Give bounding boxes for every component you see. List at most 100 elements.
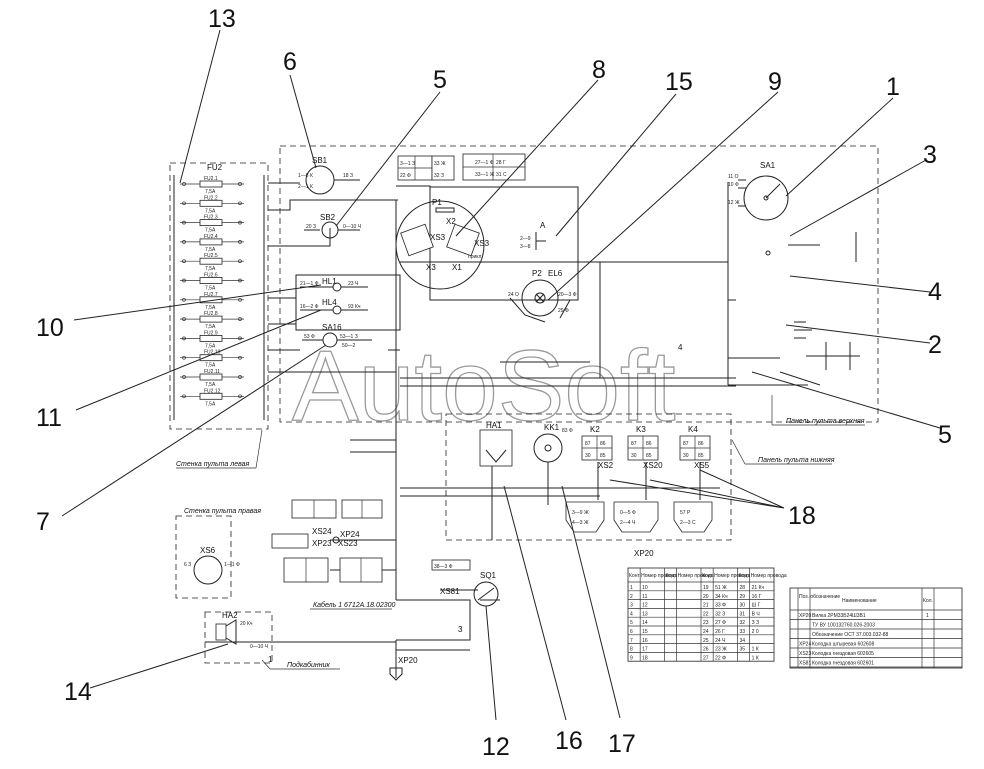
svg-text:87: 87 [683,441,689,447]
svg-text:20—3 Ф: 20—3 Ф [558,292,577,298]
fuse-rating: 7,5A [205,305,216,311]
xp20-cell: 51 Ж [715,585,727,591]
fuse-item: FU2.97,5A [180,330,244,349]
cable-label: Кабель 1 6712А.18.02300 [313,601,396,609]
xp20-header-cell: Номер провода [751,573,787,579]
xp20-cell: 10 [642,585,648,591]
ha2-label: HA2 [222,611,238,620]
callout-4: 4 [928,278,942,306]
xp20-cell: 2 0 [752,629,759,635]
svg-text:86: 86 [600,441,606,447]
x1-label: X1 [452,263,462,272]
callout-7: 7 [36,508,50,536]
svg-text:21—1 Ф: 21—1 Ф [300,281,319,287]
xp20-cell: 6 [630,629,633,635]
spec-cell: Колодка гнездовая 602601 [812,661,874,667]
callout-3: 3 [923,141,937,169]
fuse-rating: 7,5A [205,401,216,407]
fuse-label: FU2.2 [204,195,218,201]
ha1-block [479,429,513,467]
xp20-cell: Ш Г [752,603,761,609]
svg-text:K4: K4 [688,425,698,434]
xs81-block [431,559,471,571]
xp20-cell: 9 [630,655,633,661]
xp20-cell: 33 [740,629,746,635]
svg-text:1—8 К: 1—8 К [298,173,313,179]
spec-cell: ТУ ВУ 100132760.026-2003 [812,623,875,629]
x2-label: X2 [446,217,456,226]
xp20-cell: 27 Ф [715,620,726,626]
xp20-header-cell: Номер провода [714,573,750,579]
svg-text:85: 85 [600,453,606,459]
xs24-label: XS24 [312,527,332,536]
terminal-group-2 [431,155,455,181]
xp20-cell: 16 Г [752,594,762,600]
svg-text:30: 30 [631,453,637,459]
sa16-label: SA16 [322,323,342,332]
fuse-item: FU2.37,5A [180,215,244,234]
xp20-cell: 1 [630,585,633,591]
svg-text:23 Ч: 23 Ч [348,281,358,287]
sb2-label: SB2 [320,213,336,222]
svg-text:0—5 Ф: 0—5 Ф [620,510,636,516]
svg-text:11 О: 11 О [728,174,739,180]
p2-label: P2 [532,269,542,278]
x1-block [446,223,480,257]
svg-text:K3: K3 [636,425,646,434]
svg-text:2—9: 2—9 [520,236,531,242]
xp20-header-cell: Номер провода [641,573,677,579]
kk1-relay [533,433,563,463]
spec-header-cell: Наименование [842,598,877,604]
fuse-rating: 7,5A [205,208,216,214]
xp20-cell: 22 Ф [715,655,726,661]
fuse-item: FU2.17,5A [180,176,244,195]
ha2-horn [215,623,227,641]
xp20-cell: 19 [703,585,709,591]
upper-panel-label: Панель пульта верхняя [786,418,865,425]
fuse-rating: 7,5A [205,363,216,369]
xp20-cell: 12 [642,603,648,609]
xp20-cell: 17 [642,647,648,653]
svg-text:53 Ф: 53 Ф [304,334,315,340]
xp20-cell: 4 [630,611,633,617]
svg-text:2—3 С: 2—3 С [680,520,696,526]
fuse-rating: 7,5A [205,286,216,292]
xp20-cell: 14 [642,620,648,626]
xp20-cell: 5 [630,620,633,626]
fuse-item: FU2.6 7,5A [180,273,244,292]
spec-cell: Колодка штыревая 602608 [812,642,874,648]
fuse-label: FU2.6 [204,273,218,279]
callout-10: 10 [36,314,64,342]
fuse-rating: 7,5A [205,382,216,388]
sb1-label: SB1 [312,156,328,165]
svg-text:3—8: 3—8 [520,244,531,250]
xp20-cell: 23 Ж [715,647,727,653]
callout-6: 6 [283,48,297,76]
xp20-cell: 21 [703,603,709,609]
svg-text:22 Ф: 22 Ф [400,173,411,179]
xp20-plug-label: XP20 [398,656,418,665]
xp20-cell: 27 [703,655,709,661]
fuse-label: FU2.12 [204,388,221,394]
socket-3 [673,501,713,533]
undercab-label: Подкабинник [287,661,330,669]
xp20-cell: 16 [642,638,648,644]
xp20-cell: 8 [630,647,633,653]
wire-1-label: 1 [268,655,273,664]
svg-text:16—2 Ф: 16—2 Ф [300,304,319,310]
left-wall-label: Стенка пульта левая [176,461,250,468]
ha1-label: HA1 [486,421,502,430]
fuse-rating: 7,5A [205,343,216,349]
undercab-outline [204,611,273,664]
callout-13: 13 [208,5,236,33]
svg-text:18 З: 18 З [343,173,353,179]
p1-label: P1 [432,198,442,207]
svg-text:87: 87 [585,441,591,447]
el6-label: EL6 [548,269,563,278]
svg-text:57 Р: 57 Р [680,510,691,516]
xs6-label: XS6 [200,546,216,555]
fuse-label: FU2.11 [204,369,220,375]
xp20-cell: 29 [740,594,746,600]
fuse-label: FU2.5 [204,253,218,259]
